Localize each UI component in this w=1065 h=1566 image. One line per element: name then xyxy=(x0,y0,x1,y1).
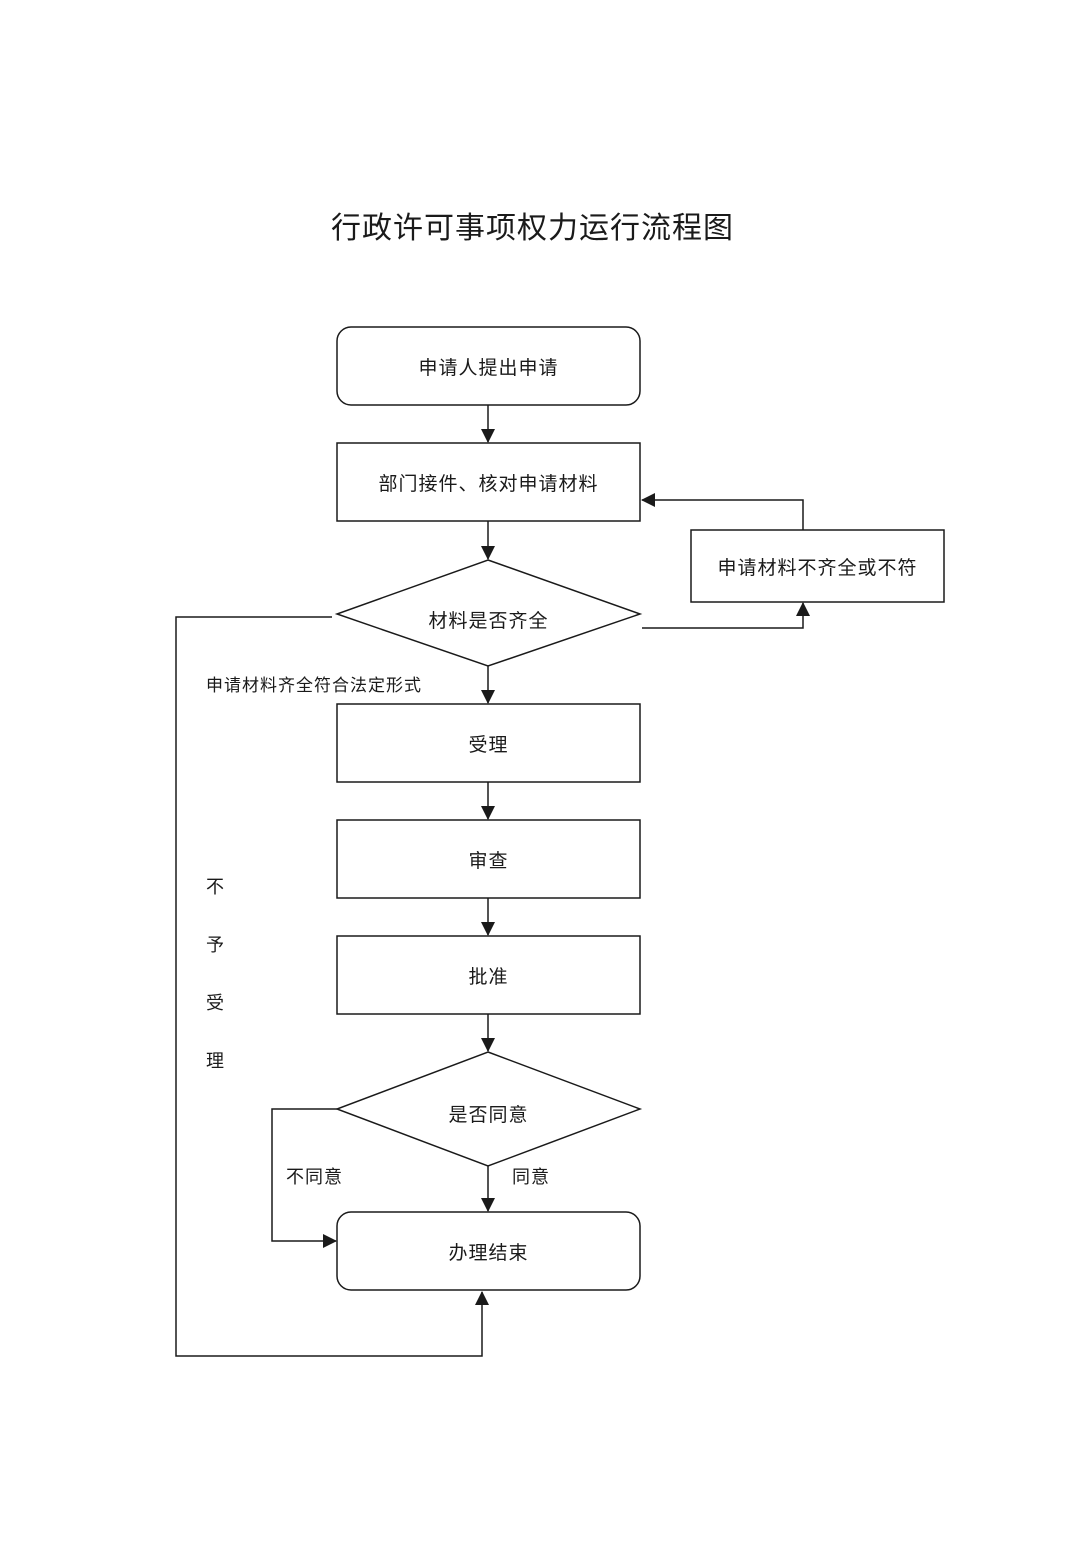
decision-materials-complete: 材料是否齐全 xyxy=(428,609,549,632)
node-review: 审查 xyxy=(468,849,509,872)
label-disagree: 不同意 xyxy=(286,1167,343,1188)
edge-not-accepted xyxy=(175,616,489,1357)
label-not-accepted-3: 受 xyxy=(206,993,224,1014)
label-not-accepted-2: 予 xyxy=(206,935,224,956)
label-agree: 同意 xyxy=(512,1167,550,1188)
decision-agree: 是否同意 xyxy=(448,1103,529,1126)
node-receive-check: 部门接件、核对申请材料 xyxy=(378,472,599,495)
label-not-accepted-1: 不 xyxy=(206,877,224,898)
edge-incomplete-to-receive xyxy=(641,493,804,530)
node-approve: 批准 xyxy=(468,965,509,988)
node-incomplete-shape xyxy=(690,529,945,603)
node-end-shape xyxy=(336,1211,641,1291)
node-end: 办理结束 xyxy=(448,1241,529,1264)
edge-disagree xyxy=(271,1108,337,1248)
page-title: 行政许可事项权力运行流程图 xyxy=(331,211,734,246)
node-accept: 受理 xyxy=(468,733,509,756)
label-complete-legal: 申请材料齐全符合法定形式 xyxy=(206,676,422,696)
label-not-accepted-4: 理 xyxy=(206,1051,224,1072)
node-incomplete: 申请材料不齐全或不符 xyxy=(717,556,918,579)
edge-decision-to-incomplete xyxy=(642,602,810,629)
node-start: 申请人提出申请 xyxy=(418,356,559,379)
